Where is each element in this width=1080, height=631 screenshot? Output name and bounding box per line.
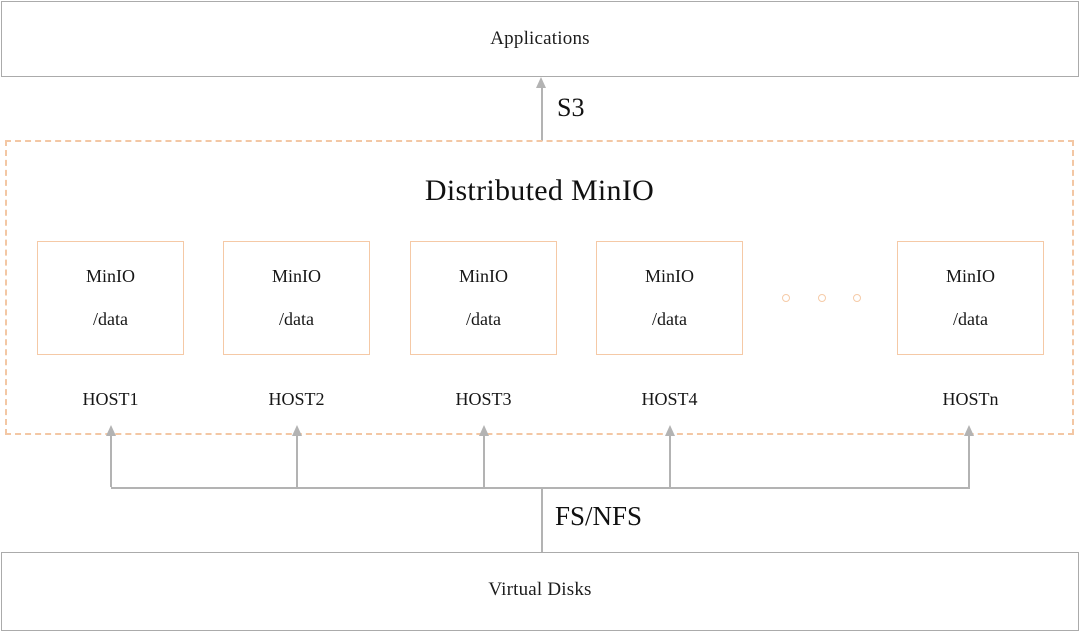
arrow-up-icon <box>478 425 489 436</box>
ellipsis-dot <box>853 294 861 302</box>
fs-nfs-connector-label: FS/NFS <box>555 501 643 531</box>
fs-riser-line <box>968 436 970 487</box>
ellipsis-dot <box>818 294 826 302</box>
minio-node-box[interactable]: MinIO /data <box>223 241 370 355</box>
minio-node-path: /data <box>93 309 128 329</box>
minio-node-box[interactable]: MinIO /data <box>897 241 1044 355</box>
fs-downlink-line <box>541 487 543 552</box>
s3-connector-label: S3 <box>557 93 585 122</box>
virtual-disks-label: Virtual Disks <box>488 578 592 600</box>
minio-node-box[interactable]: MinIO /data <box>596 241 743 355</box>
arrow-up-icon <box>105 425 116 436</box>
minio-node-box[interactable]: MinIO /data <box>410 241 557 355</box>
fs-riser-line <box>483 436 485 487</box>
minio-node-title: MinIO <box>272 266 321 286</box>
applications-layer-box: Applications <box>1 1 1079 77</box>
applications-label: Applications <box>490 28 590 49</box>
host-label: HOSTn <box>942 389 999 409</box>
minio-node-title: MinIO <box>645 266 694 286</box>
arrow-up-icon <box>291 425 302 436</box>
host-label: HOST1 <box>82 389 139 409</box>
fs-bus-line <box>111 487 970 489</box>
minio-node-title: MinIO <box>946 266 995 286</box>
s3-connector-line <box>541 88 543 141</box>
arrow-up-icon <box>664 425 675 436</box>
host-label: HOST4 <box>641 389 698 409</box>
cluster-title: Distributed MinIO <box>424 174 655 207</box>
fs-riser-line <box>669 436 671 487</box>
minio-node-box[interactable]: MinIO /data <box>37 241 184 355</box>
minio-cluster-container: Distributed MinIO <box>5 140 1074 435</box>
minio-node-path: /data <box>953 309 988 329</box>
arrow-up-icon <box>535 77 546 88</box>
minio-node-path: /data <box>279 309 314 329</box>
minio-node-title: MinIO <box>459 266 508 286</box>
arrow-up-icon <box>963 425 974 436</box>
host-label: HOST3 <box>455 389 512 409</box>
virtual-disks-layer-box: Virtual Disks <box>1 552 1079 631</box>
ellipsis-dot <box>782 294 790 302</box>
ellipsis-dots-icon <box>780 294 864 306</box>
fs-riser-line <box>296 436 298 487</box>
fs-riser-line <box>110 436 112 487</box>
minio-node-path: /data <box>466 309 501 329</box>
host-label: HOST2 <box>268 389 325 409</box>
minio-node-title: MinIO <box>86 266 135 286</box>
minio-node-path: /data <box>652 309 687 329</box>
